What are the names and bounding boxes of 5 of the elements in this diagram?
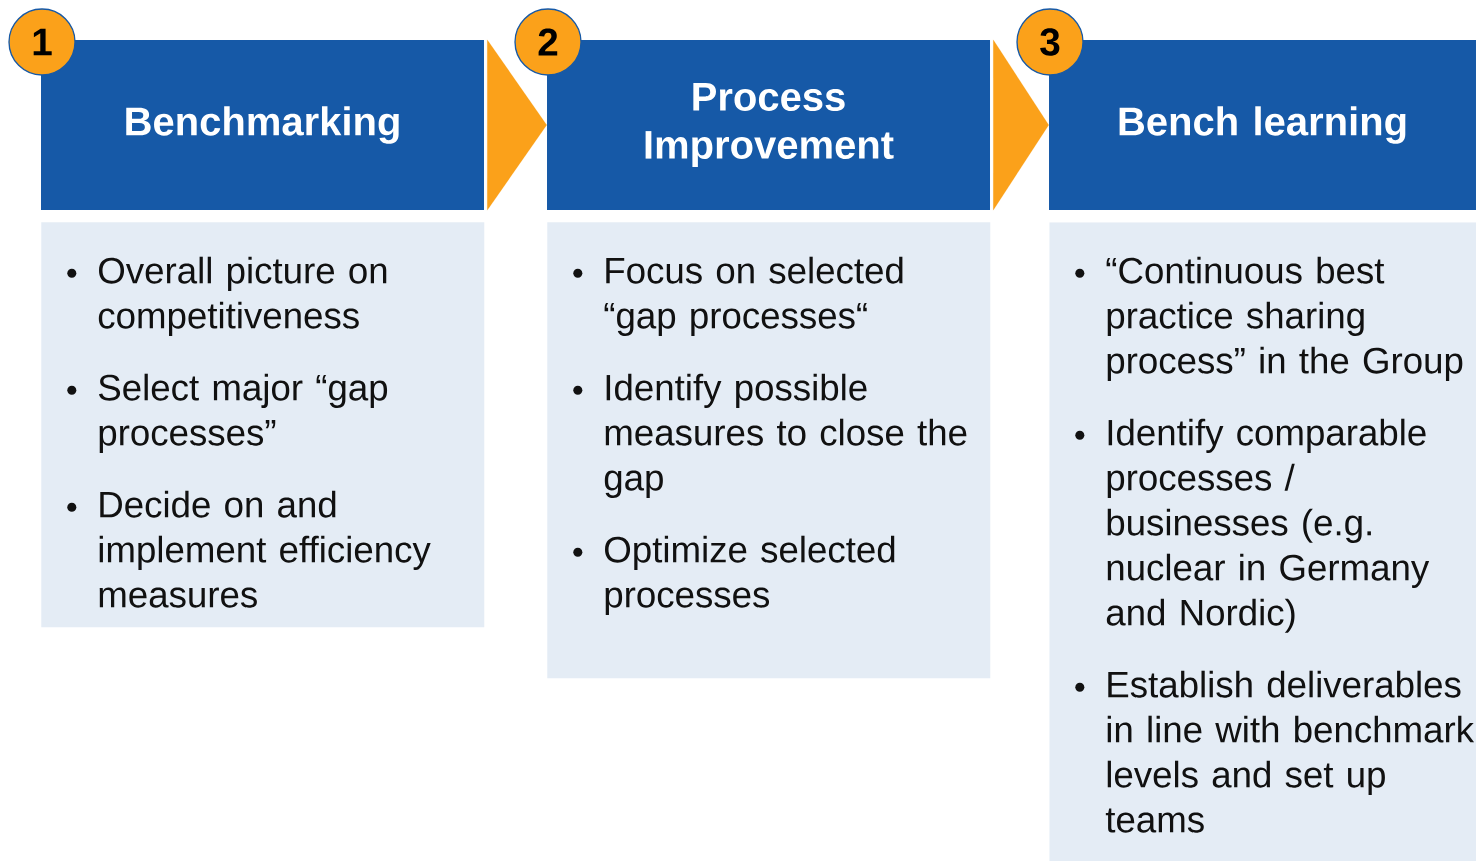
bullet-list-box: Focus on selected “gap processes“ Identify possible measures to close the gap Optimize selected processes [547, 222, 991, 679]
chevron-arrow [993, 39, 1049, 211]
bullet-list-box: Overall picture on competitiveness Select major “gap processes” Decide on and implement efficiency measures [41, 222, 485, 628]
bullet-list-box: “Continuous best practice sharing process” in the Group Identify comparable processes / businesses (e.g. nuclear in Germany and Nordic) Establish deliverables in line with benchmark levels and set up teams [1049, 222, 1476, 861]
chevron-arrow [487, 39, 547, 211]
